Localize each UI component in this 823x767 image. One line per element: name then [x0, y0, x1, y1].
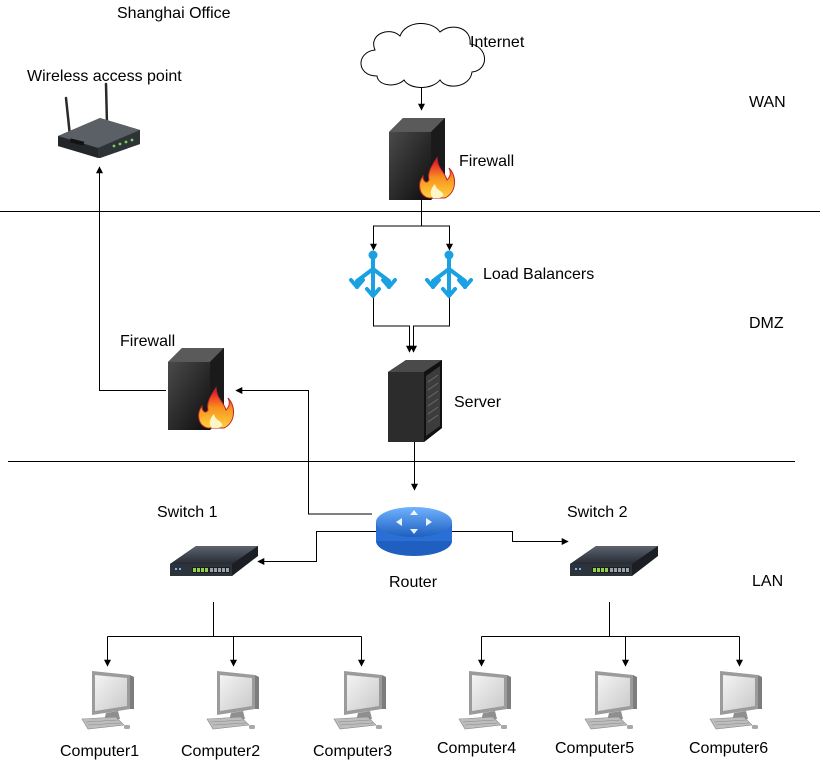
connector-firewall-wireless: [96, 166, 166, 391]
connectors: [96, 86, 743, 667]
computer1-label: Computer1: [60, 743, 140, 760]
connector-router-switch2: [452, 531, 569, 545]
computer2-label: Computer2: [181, 743, 261, 760]
firewall-icon: [167, 347, 235, 431]
router-icon: [376, 507, 452, 556]
firewall-icon: [388, 117, 456, 201]
computer-icon: [81, 670, 135, 730]
computer-icon: [206, 670, 260, 730]
switch1-label: Switch 1: [157, 504, 218, 521]
computer3-label: Computer3: [313, 743, 393, 760]
network-switch-icon: [570, 546, 658, 576]
switch2-label: Switch 2: [567, 504, 628, 521]
computer-icon: [333, 670, 387, 730]
router-label: Router: [389, 574, 438, 591]
load-balancers-label: Load Balancers: [483, 266, 595, 283]
computer5-label: Computer5: [555, 740, 635, 757]
computer-icon: [584, 670, 638, 730]
office-title: Shanghai Office: [117, 5, 231, 22]
connector-router-firewall: [235, 387, 372, 515]
firewall-wan-label: Firewall: [459, 153, 515, 170]
computer6-label: Computer6: [689, 740, 769, 757]
computer-icon: [458, 670, 512, 730]
connector-firewall-lb2: [421, 225, 453, 251]
server-tower-icon: [388, 360, 442, 442]
firewall-dmz-label: Firewall: [120, 333, 176, 350]
zone-dmz-label: DMZ: [749, 315, 784, 332]
zone-wan-label: WAN: [749, 94, 786, 111]
wireless-router-icon: [58, 82, 140, 158]
connector-router-switch1: [257, 531, 376, 565]
load-balancer-icon: [425, 248, 473, 298]
cloud-icon: [360, 23, 485, 88]
connector-firewall-lb1: [370, 200, 422, 251]
connector-lb1-server: [373, 297, 413, 353]
zone-lan-label: LAN: [752, 573, 784, 590]
connector-lb2-server: [410, 297, 450, 353]
computer-icon: [709, 670, 763, 730]
computer4-label: Computer4: [437, 740, 517, 757]
network-switch-icon: [170, 546, 258, 576]
load-balancer-icon: [349, 248, 397, 298]
wireless-ap-label: Wireless access point: [27, 68, 182, 85]
internet-label: Internet: [470, 34, 525, 51]
server-label: Server: [454, 394, 502, 411]
